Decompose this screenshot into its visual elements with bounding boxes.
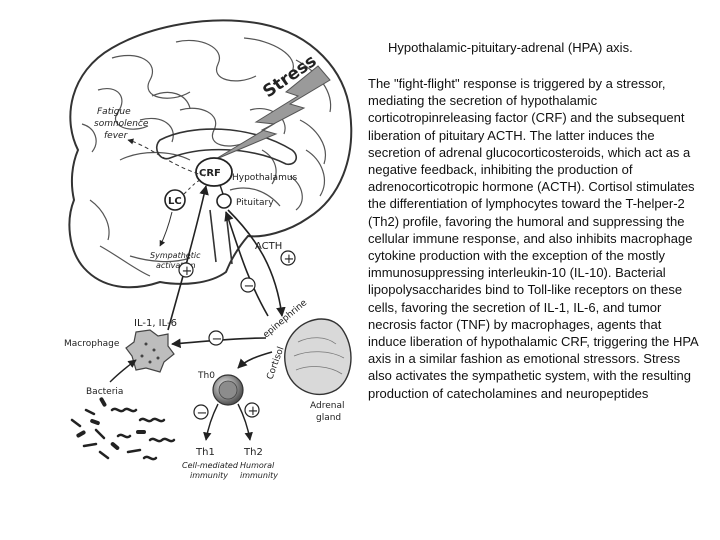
cortisol-feedback-arrow bbox=[224, 211, 269, 317]
locus-coeruleus bbox=[164, 189, 186, 211]
cell-immunity-label: Cell-mediated immunity bbox=[182, 461, 240, 480]
macrophage-label: Macrophage bbox=[64, 339, 120, 349]
pituitary-gland bbox=[216, 193, 232, 209]
brain-gyri bbox=[81, 37, 332, 277]
cortisol-label: Cortisol bbox=[265, 345, 286, 381]
th2-plus-text: + bbox=[248, 404, 259, 419]
th1-minus-text: − bbox=[197, 406, 208, 421]
adrenal-label: Adrenal gland bbox=[310, 401, 347, 423]
pituitary-stalk bbox=[219, 184, 224, 195]
pituitary-label: Pituitary bbox=[236, 198, 274, 208]
bacteria-rods bbox=[76, 397, 146, 450]
caption-title: Hypothalamic-pituitary-adrenal (HPA) axi… bbox=[388, 40, 633, 55]
macrophage-minus-text: − bbox=[212, 332, 223, 347]
macrophage-minus-sign bbox=[208, 330, 224, 346]
brain-illustration bbox=[68, 19, 353, 289]
hypothalamus-region bbox=[195, 157, 233, 187]
th0-nucleus bbox=[218, 380, 238, 400]
th1-minus-sign bbox=[193, 404, 209, 420]
acth-plus-text: + bbox=[284, 252, 295, 267]
stress-bolt-icon bbox=[213, 65, 331, 161]
macrophage-cell bbox=[125, 329, 175, 373]
bacteria-label: Bacteria bbox=[86, 387, 123, 397]
lc-label: LC bbox=[168, 196, 182, 207]
adrenal-gland-shape bbox=[284, 318, 352, 395]
hpa-axis-diagram: Stress CRF Hypothalamus Pituitary Fatigu… bbox=[64, 19, 353, 480]
cytokine-to-hypothalamus-arrow bbox=[167, 185, 209, 331]
humoral-immunity-label: Humoral immunity bbox=[240, 461, 278, 480]
lc-crf-arrow bbox=[183, 179, 201, 195]
th0-label: Th0 bbox=[197, 371, 215, 381]
sympathetic-arrow bbox=[159, 211, 173, 247]
acth-arrow bbox=[227, 209, 286, 317]
feedback-minus-sign bbox=[240, 277, 256, 293]
th2-plus-sign bbox=[244, 402, 260, 418]
bacteria-arrow bbox=[109, 359, 137, 383]
feedback-minus-text: − bbox=[244, 279, 255, 294]
cytokine-plus-text: + bbox=[182, 264, 193, 279]
th0-to-th2-arrow bbox=[237, 403, 253, 441]
adrenal-texture bbox=[293, 337, 345, 375]
fatigue-label: Fatigue somnolence fever bbox=[94, 107, 151, 141]
il-label: IL-1, IL-6 bbox=[134, 318, 177, 329]
caption-body: The "fight-flight" response is triggered… bbox=[368, 76, 698, 401]
cytokine-plus-sign bbox=[178, 262, 194, 278]
hypothalamus-label: Hypothalamus bbox=[232, 173, 298, 183]
th1-label: Th1 bbox=[195, 447, 215, 458]
acth-plus-sign bbox=[280, 250, 296, 266]
macrophage-granules bbox=[140, 342, 160, 364]
acth-label: ACTH bbox=[255, 241, 282, 252]
crf-label: CRF bbox=[199, 168, 221, 179]
th0-to-th1-arrow bbox=[203, 403, 219, 441]
sympathetic-label: Sympathetic activation bbox=[150, 251, 203, 270]
fatigue-arrow bbox=[127, 138, 206, 177]
th2-label: Th2 bbox=[243, 447, 263, 458]
bacteria-cluster bbox=[70, 407, 176, 461]
cortisol-to-th0-arrow bbox=[237, 351, 273, 369]
